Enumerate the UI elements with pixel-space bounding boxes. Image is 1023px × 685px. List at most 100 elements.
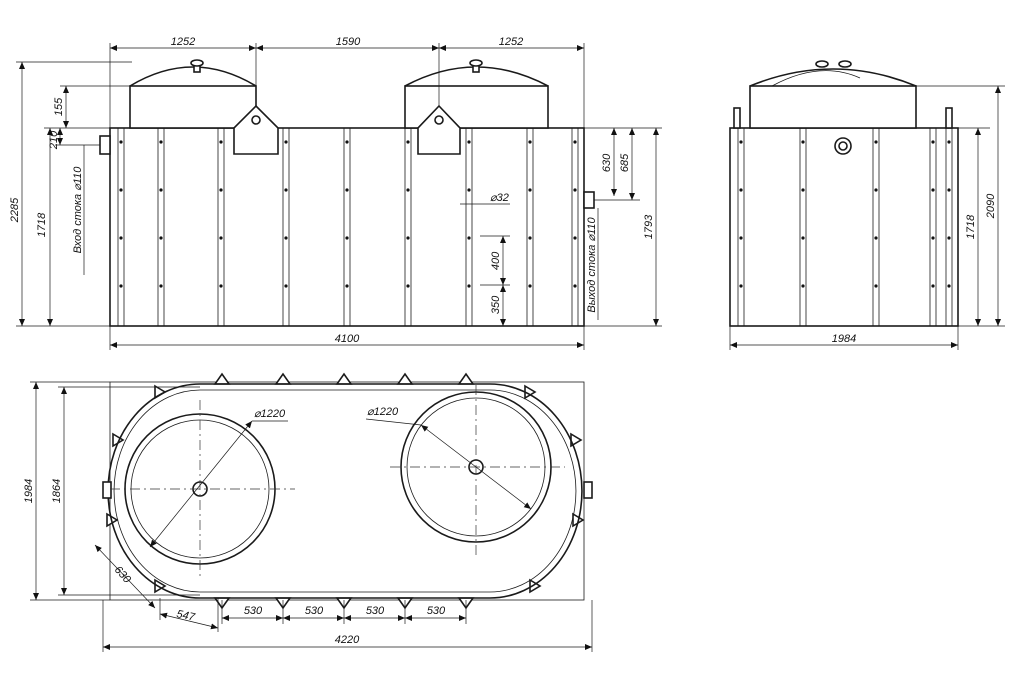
plan-outlet xyxy=(583,481,593,499)
rib-triangle-top xyxy=(396,372,414,385)
rib-spacing-3: 530 xyxy=(366,605,385,617)
side-overall-height: 2090 xyxy=(985,193,997,219)
plan-view: ⌀1220 ⌀1220 1984 1864 630 547 xyxy=(23,372,593,652)
bolt-dot xyxy=(947,236,951,240)
rib-spacing-4: 530 xyxy=(427,605,446,617)
rib-triangle-top xyxy=(457,372,475,385)
side-dome-inner xyxy=(771,70,861,87)
side-inlet-hole-inner xyxy=(838,141,848,151)
bolt-dot xyxy=(573,284,577,288)
plan-body-width: 1864 xyxy=(51,479,63,503)
bolt-dot xyxy=(159,188,163,192)
rib-triangle-side xyxy=(154,578,167,594)
bolt-dot xyxy=(931,188,935,192)
bolt-dot xyxy=(874,140,878,144)
hatch-right-dia: ⌀1220 xyxy=(367,406,399,418)
side-pipe-right xyxy=(945,107,953,129)
bolt-dot xyxy=(159,236,163,240)
bolt-dot xyxy=(739,284,743,288)
rib-triangle-side xyxy=(529,578,542,594)
bolt-dot xyxy=(219,140,223,144)
bolt-dot xyxy=(931,140,935,144)
lug-hole-right xyxy=(434,115,444,125)
bolt-dot xyxy=(528,236,532,240)
side-view: 1984 1718 2090 xyxy=(729,60,1005,350)
bolt-dot xyxy=(284,140,288,144)
bolt-dot xyxy=(284,188,288,192)
side-pipe-left xyxy=(733,107,741,129)
bolt-dot xyxy=(406,188,410,192)
dim-length: 4100 xyxy=(335,333,360,345)
bolt-dot xyxy=(874,188,878,192)
bolt-dot xyxy=(219,236,223,240)
bolt-dot xyxy=(931,236,935,240)
plan-ribs xyxy=(106,372,585,610)
dim-inlet-offset: 210 xyxy=(48,130,60,150)
front-tank-body xyxy=(109,127,585,327)
bolt-dot xyxy=(345,236,349,240)
inlet-label: Вход стока ⌀110 xyxy=(72,166,84,254)
dim-400: 400 xyxy=(490,251,502,270)
bolt-dot xyxy=(406,236,410,240)
bolt-dot xyxy=(159,140,163,144)
tank-plan-shell xyxy=(107,383,583,599)
bolt-dot xyxy=(801,284,805,288)
bolt-dot xyxy=(467,284,471,288)
bolt-dot xyxy=(874,284,878,288)
dim-630: 630 xyxy=(601,153,613,172)
bolt-dot xyxy=(467,188,471,192)
bolt-dot xyxy=(573,236,577,240)
bolt-dot xyxy=(467,140,471,144)
side-neck xyxy=(749,85,917,129)
bolt-dot xyxy=(739,140,743,144)
bolt-dot xyxy=(947,188,951,192)
bolt-dot xyxy=(947,140,951,144)
lid-knob-top-right xyxy=(469,59,483,67)
bolt-dot xyxy=(406,284,410,288)
bolt-dot xyxy=(528,188,532,192)
bolt-dot xyxy=(801,188,805,192)
dim-neck: 155 xyxy=(53,97,65,116)
lug-hole-left xyxy=(251,115,261,125)
hatch-left-dia: ⌀1220 xyxy=(254,408,286,420)
neck-left xyxy=(129,85,257,129)
bolt-dot xyxy=(947,284,951,288)
dim-body-height: 1718 xyxy=(36,212,48,237)
lifting-lug-right xyxy=(417,104,461,155)
side-body-height: 1718 xyxy=(965,214,977,239)
corner-dim-547: 547 xyxy=(175,608,196,624)
side-ribs xyxy=(737,128,953,326)
rib-triangle-top xyxy=(213,372,231,385)
rib-spacing-1: 530 xyxy=(244,605,263,617)
bolt-dot xyxy=(119,236,123,240)
bolt-dot xyxy=(345,140,349,144)
bolt-dot xyxy=(573,188,577,192)
bolt-dot xyxy=(874,236,878,240)
bolt-dot xyxy=(739,236,743,240)
leader-line xyxy=(365,418,422,426)
rib-spacing-2: 530 xyxy=(305,605,324,617)
bolt-dot xyxy=(219,284,223,288)
dia-line xyxy=(149,420,253,548)
bolt-dot xyxy=(119,188,123,192)
bolt-dot xyxy=(931,284,935,288)
lid-knob-top-left xyxy=(190,59,204,67)
bolt-dot xyxy=(528,140,532,144)
bolt-dot xyxy=(219,188,223,192)
dim-top-1: 1252 xyxy=(171,36,195,48)
bolt-dot xyxy=(119,284,123,288)
lifting-lug-left xyxy=(233,104,279,155)
inlet-pipe xyxy=(99,135,111,155)
dim-1793: 1793 xyxy=(643,214,655,239)
side-width: 1984 xyxy=(832,333,856,345)
side-knob-2 xyxy=(838,60,852,68)
rib-triangle-top xyxy=(274,372,292,385)
side-knob-1 xyxy=(815,60,829,68)
bolt-dot xyxy=(345,284,349,288)
bolt-dot xyxy=(345,188,349,192)
bolt-dot xyxy=(467,236,471,240)
bolt-dot xyxy=(573,140,577,144)
rib-triangle-top xyxy=(335,372,353,385)
bolt-dot xyxy=(739,188,743,192)
